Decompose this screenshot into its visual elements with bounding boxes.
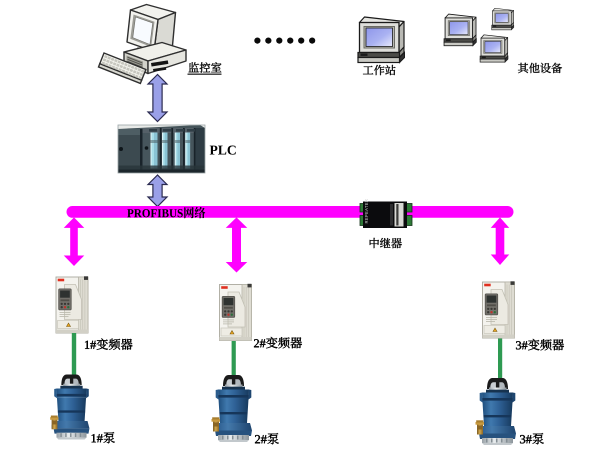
svg-text:REPEATER: REPEATER: [364, 199, 369, 224]
